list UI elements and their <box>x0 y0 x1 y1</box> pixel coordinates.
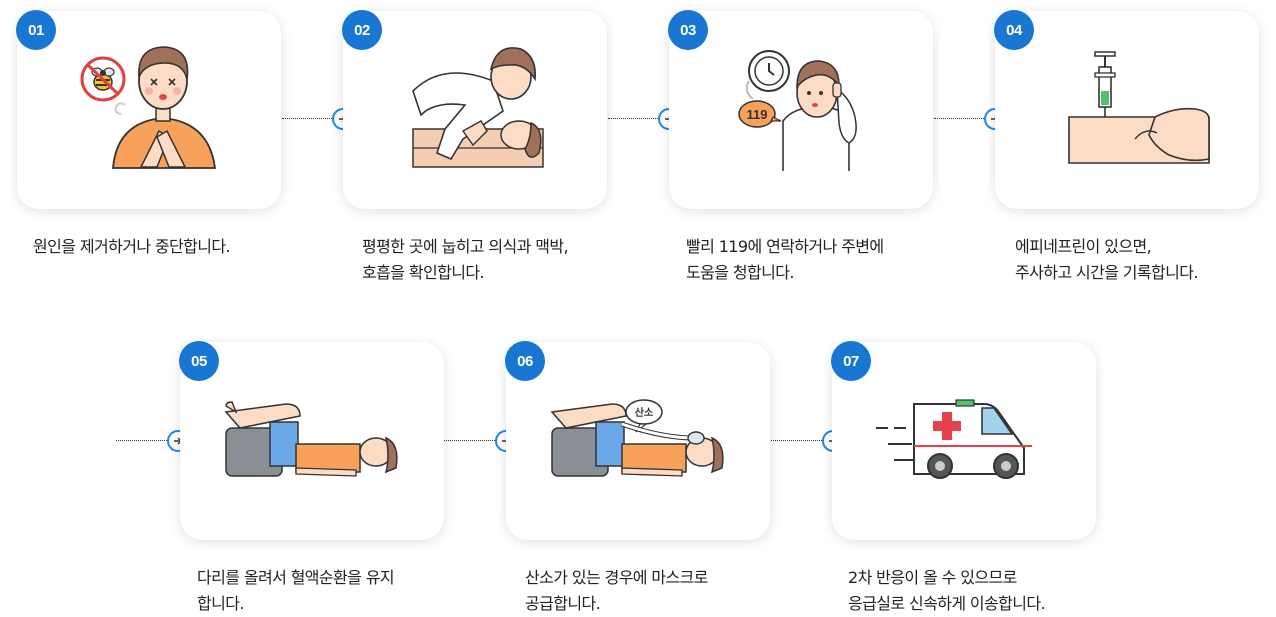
clock-icon <box>745 50 790 100</box>
step-badge-01: 01 <box>16 10 56 50</box>
step-card-05: 05 <box>179 341 444 540</box>
step-caption-05: 다리를 올려서 혈액순환을 유지 합니다. <box>197 568 395 613</box>
step-badge-02: 02 <box>342 10 382 50</box>
epinephrine-injection-illustration <box>1068 51 1210 164</box>
lying-person-legs-raised <box>224 401 398 477</box>
step-caption-07: 2차 반응이 올 수 있으므로 응급실로 신속하게 이송합니다. <box>848 568 1046 613</box>
step-card-02: 02 <box>342 10 607 209</box>
step-badge-07: 07 <box>831 341 871 381</box>
svg-text:산소: 산소 <box>635 406 653 419</box>
step-card-03: 03 119 <box>668 10 933 209</box>
step-badge-03: 03 <box>668 10 708 50</box>
arm-illustration <box>1068 107 1210 164</box>
worried-person <box>112 46 217 169</box>
check-consciousness-illustration <box>412 47 544 168</box>
svg-text:119: 119 <box>747 107 768 122</box>
step-caption-03: 빨리 119에 연락하거나 주변에 도움을 청합니다. <box>686 237 884 282</box>
step-card-04: 04 <box>994 10 1259 209</box>
ambulance-illustration <box>876 399 1032 479</box>
no-bee-icon <box>80 56 126 115</box>
connector-arrow-into-5 <box>116 430 189 452</box>
kneeling-helper <box>412 47 537 161</box>
ambulance-icon <box>913 399 1032 479</box>
speech-bubble-119: 119 <box>738 100 782 128</box>
step-caption-04: 에피네프린이 있으면, 주사하고 시간을 기록합니다. <box>1015 237 1199 282</box>
person-on-phone <box>782 60 857 171</box>
step-badge-04: 04 <box>994 10 1034 50</box>
step-card-07: 07 <box>831 341 1096 540</box>
lying-person-with-mask <box>550 403 724 477</box>
bee-allergy-illustration <box>80 46 217 169</box>
step-badge-06: 06 <box>505 341 545 381</box>
speed-lines <box>876 427 914 461</box>
call-119-illustration: 119 <box>738 50 857 171</box>
oxygen-mask-illustration: 산소 <box>550 399 724 477</box>
step-caption-06: 산소가 있는 경우에 마스크로 공급합니다. <box>525 568 709 613</box>
step-badge-05: 05 <box>179 341 219 381</box>
legs-raised-illustration <box>224 401 398 477</box>
step-caption-01: 원인을 제거하거나 중단합니다. <box>33 237 231 256</box>
step-card-01: 01 <box>16 10 281 209</box>
step-caption-02: 평평한 곳에 눕히고 의식과 맥박, 호흡을 확인합니다. <box>362 237 569 282</box>
step-card-06: 06 산소 <box>505 341 770 540</box>
syringe-icon <box>1094 51 1116 123</box>
